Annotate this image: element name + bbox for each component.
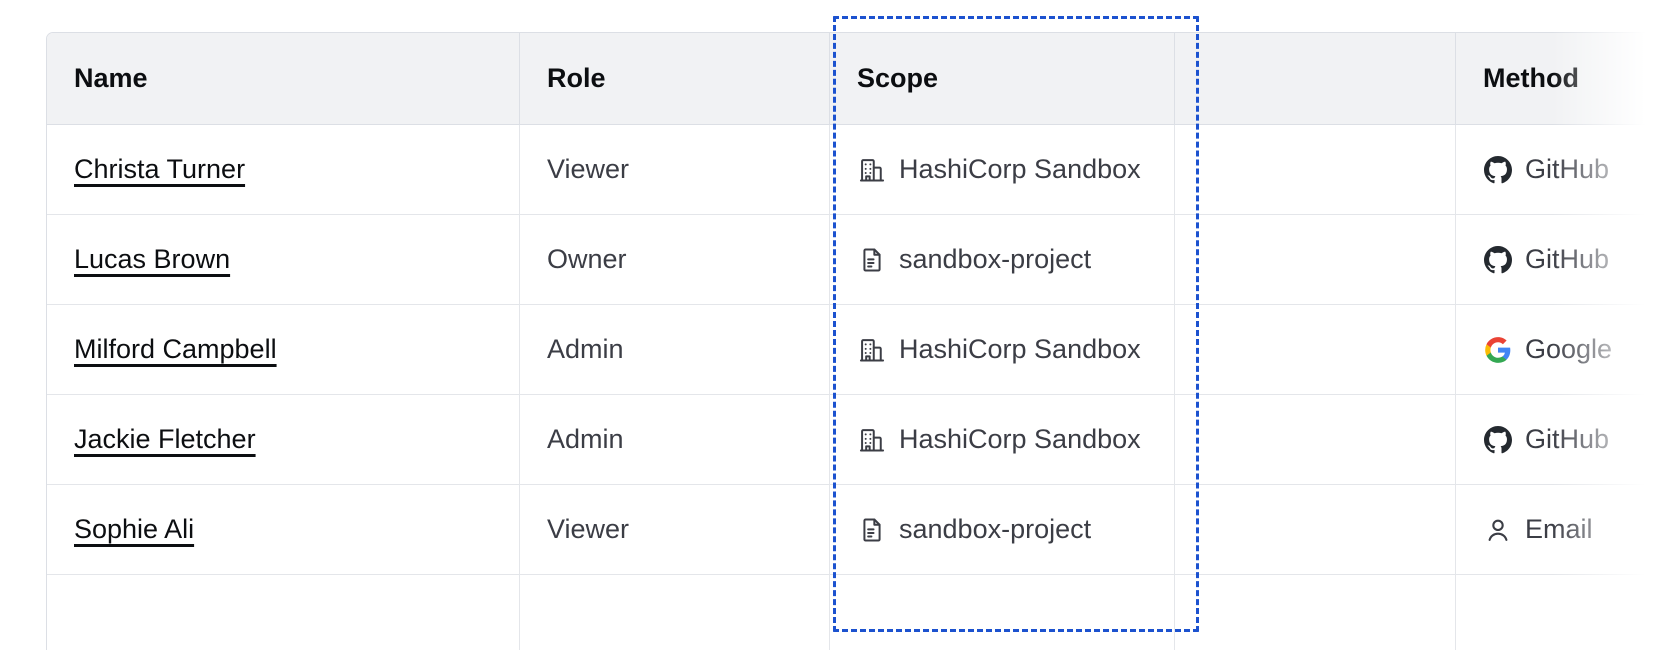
user-person-icon [1483,515,1513,545]
cell-role: Viewer [520,125,830,215]
cell-scope: sandbox-project [830,215,1175,305]
cell-method: Google [1456,305,1672,395]
member-name-link[interactable]: Christa Turner [74,154,246,184]
method-label: Email [1525,514,1593,544]
cell-spacer [1175,485,1456,575]
cell-scope: HashiCorp Sandbox [830,305,1175,395]
member-name-link[interactable]: Lucas Brown [74,244,231,274]
column-header-spacer [1175,33,1456,125]
github-icon [1483,245,1513,275]
cell-method: GitHub [1456,395,1672,485]
organization-building-icon [857,155,887,185]
member-name-link[interactable]: Sophie Ali [74,514,195,544]
method-label: Google [1525,334,1613,364]
cell-role: Admin [520,395,830,485]
method-label: GitHub [1525,244,1610,274]
table-row: Lucas Brown Owner [47,215,1672,305]
scope-label: sandbox-project [899,514,1092,544]
cell-scope [830,575,1175,652]
method-label: GitHub [1525,154,1610,184]
cell-spacer [1175,125,1456,215]
table-row: Jackie Fletcher Admin [47,395,1672,485]
cell-scope: HashiCorp Sandbox [830,395,1175,485]
table-header-row: Name Role Scope Method [47,33,1672,125]
column-header-method[interactable]: Method [1456,33,1672,125]
scope-label: HashiCorp Sandbox [899,424,1141,454]
scope-label: HashiCorp Sandbox [899,334,1141,364]
organization-building-icon [857,425,887,455]
organization-building-icon [857,335,887,365]
cell-name: Milford Campbell [47,305,520,395]
member-name-link[interactable]: Milford Campbell [74,334,277,364]
cell-scope: HashiCorp Sandbox [830,125,1175,215]
cell-method [1456,575,1672,652]
column-header-scope[interactable]: Scope [830,33,1175,125]
table-header: Name Role Scope Method [47,33,1672,125]
cell-role: Viewer [520,485,830,575]
member-name-link[interactable]: Jackie Fletcher [74,424,256,454]
table-row: Christa Turner Viewer [47,125,1672,215]
members-table: Name Role Scope Method Christa Turner Vi… [46,32,1672,652]
project-document-icon [857,245,887,275]
github-icon [1483,425,1513,455]
cell-name: Lucas Brown [47,215,520,305]
scope-label: HashiCorp Sandbox [899,154,1141,184]
cell-method: GitHub [1456,125,1672,215]
table-body: Christa Turner Viewer [47,125,1672,652]
cell-spacer [1175,395,1456,485]
github-icon [1483,155,1513,185]
cell-name: Christa Turner [47,125,520,215]
table-row: Sophie Ali Viewer [47,485,1672,575]
cell-spacer [1175,215,1456,305]
scope-label: sandbox-project [899,244,1092,274]
project-document-icon [857,515,887,545]
cell-name [47,575,520,652]
cell-spacer [1175,305,1456,395]
table-row: Milford Campbell Admin [47,305,1672,395]
cell-role: Admin [520,305,830,395]
table-row [47,575,1672,652]
google-icon [1483,335,1513,365]
cell-method: GitHub [1456,215,1672,305]
cell-role: Owner [520,215,830,305]
cell-method: Email [1456,485,1672,575]
cell-scope: sandbox-project [830,485,1175,575]
cell-name: Jackie Fletcher [47,395,520,485]
cell-role [520,575,830,652]
column-header-role[interactable]: Role [520,33,830,125]
cell-name: Sophie Ali [47,485,520,575]
column-header-name[interactable]: Name [47,33,520,125]
members-table-container: Name Role Scope Method Christa Turner Vi… [46,32,1672,652]
cell-spacer [1175,575,1456,652]
method-label: GitHub [1525,424,1610,454]
